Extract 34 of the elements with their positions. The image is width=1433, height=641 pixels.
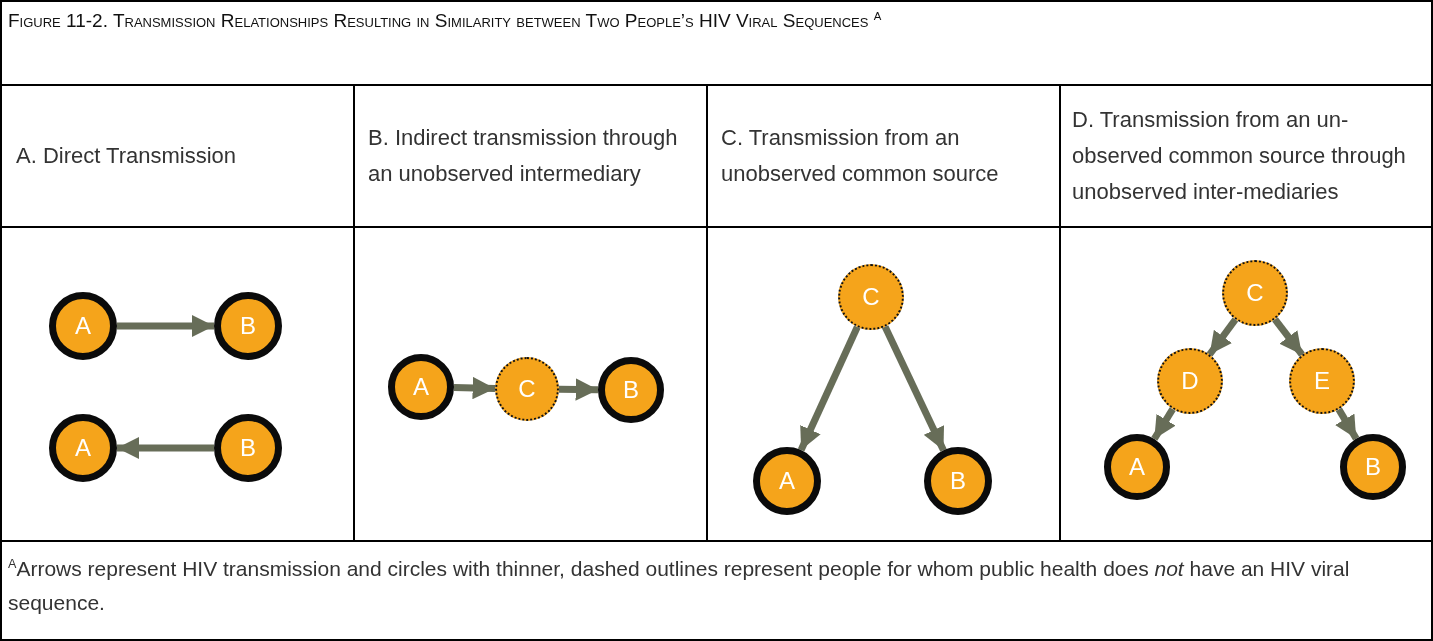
transmission-arrow — [453, 376, 496, 400]
node-letter: B — [240, 434, 256, 462]
node-letter: A — [779, 467, 795, 495]
transmission-arrow — [797, 325, 861, 452]
dashed-person-circle — [1289, 348, 1355, 414]
transmission-arrow — [117, 314, 214, 338]
node-letter: D — [1181, 367, 1199, 395]
transmission-arrow — [1206, 317, 1239, 357]
column-header: D. Transmission from an un-observed common source through unobserved inter-mediaries — [1072, 106, 1407, 206]
node-letter: B — [950, 467, 966, 495]
transmission-arrow — [117, 436, 214, 460]
node-letter: E — [1314, 367, 1330, 395]
node-letter: C — [1246, 279, 1264, 307]
node-letter: B — [1365, 453, 1381, 481]
node-letter: A — [413, 373, 429, 401]
transmission-arrow — [1272, 317, 1305, 357]
figure-title: Figure 11-2. Transmission Relationships Resulting in Similarity between Two People’s HIV Viral Sequences $^{A}$ — [8, 10, 882, 33]
transmission-arrow — [558, 378, 599, 401]
transmission-arrow — [1335, 407, 1360, 441]
transmission-arrow — [881, 325, 947, 452]
column-header: C. Transmission from an unobserved common source — [721, 124, 1000, 188]
node-letter: C — [862, 283, 880, 311]
node-letter: B — [240, 312, 256, 340]
footnote: $^{A}$Arrows represent HIV transmission and circles with thinner, dashed outlines represent people for whom public health does not have an HIV viral sequence. — [8, 556, 1351, 616]
node-letter: C — [518, 375, 536, 403]
dashed-person-circle — [495, 357, 559, 421]
column-header: A. Direct Transmission — [16, 142, 237, 170]
dashed-person-circle — [1157, 348, 1223, 414]
node-letter: B — [623, 376, 639, 404]
transmission-arrow — [1151, 407, 1176, 441]
node-letter: A — [1129, 453, 1145, 481]
column-header: B. Indirect transmission through an unobserved intermediary — [368, 124, 679, 188]
node-letter: A — [75, 312, 91, 340]
node-letter: A — [75, 434, 91, 462]
